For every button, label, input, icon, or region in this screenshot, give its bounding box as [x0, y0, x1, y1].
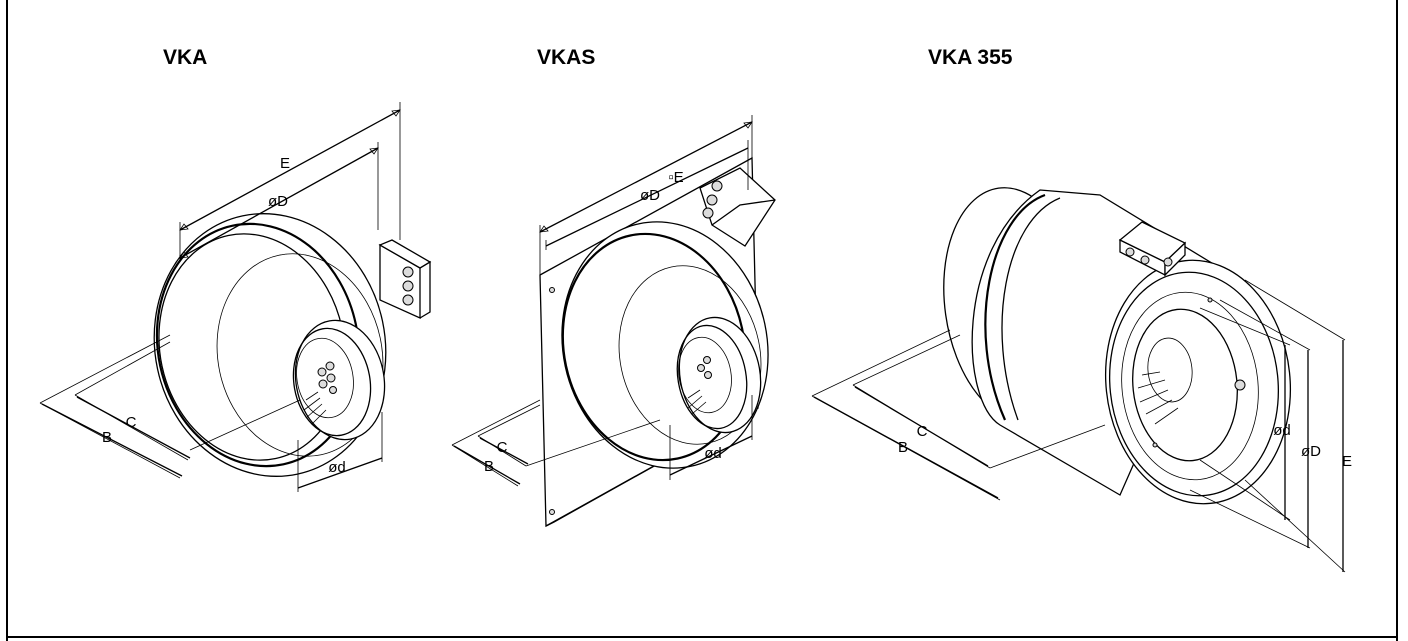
fan-vka-drawing: [39, 102, 432, 492]
vka355-label-b: B: [898, 439, 908, 456]
vka-impeller: [296, 337, 354, 425]
vkas-label-c: C: [497, 439, 508, 456]
vka355-dim-right: [1189, 279, 1346, 573]
vka-label-d: ød: [328, 459, 346, 476]
frame-left-border: [6, 0, 8, 641]
vka355-impeller: [1137, 337, 1193, 425]
vka-label-e: E: [280, 155, 290, 172]
vkas-inlet-collar: [678, 316, 762, 434]
vkas-housing-groove: [561, 232, 747, 462]
vka355-label-od: øD: [1301, 443, 1321, 460]
vkas-dim-od: [545, 140, 749, 250]
vka355-label-e: E: [1342, 453, 1352, 470]
title-vka-355: VKA 355: [928, 46, 1013, 69]
vkas-face-ring: [618, 265, 762, 445]
fan-vka-355-drawing: [811, 187, 1346, 573]
vka355-junction-box: [1118, 221, 1187, 277]
vka355-flange-ring: [1121, 291, 1259, 481]
vka-inlet-collar: [294, 319, 386, 441]
vka355-label-d: ød: [1273, 422, 1291, 439]
title-vka: VKA: [163, 46, 208, 69]
vkas-label-d: ød: [704, 445, 722, 462]
vkas-junction-box: [699, 167, 776, 247]
vka-dim-e: [179, 102, 401, 260]
vka-dim-cb: [39, 334, 301, 479]
vka355-inlet: [1132, 308, 1238, 462]
title-vkas: VKAS: [537, 46, 596, 69]
vka355-body-line: [1001, 197, 1061, 421]
vkas-inlet-inner: [676, 324, 748, 430]
vka355-body-groove: [984, 193, 1046, 421]
vkas-dim-e: [539, 115, 753, 275]
vkas-plate-hole-1: [549, 287, 555, 293]
vkas-impeller: [678, 336, 732, 415]
vka-dim-od: [179, 142, 379, 262]
frame-bottom-border: [6, 636, 1398, 638]
vka355-dim-cb: [811, 329, 1106, 501]
vka-label-od: øD: [268, 193, 288, 210]
vka-junction-box: [378, 239, 432, 320]
frame-right-border: [1396, 0, 1398, 641]
vka-inlet-inner: [292, 327, 372, 437]
fan-vkas-drawing: [451, 115, 776, 528]
vka-housing-groove: [155, 222, 361, 468]
vkas-label-b: B: [484, 458, 494, 475]
vkas-label-od: øD: [640, 187, 660, 204]
vkas-label-e: ▫E: [668, 169, 683, 186]
vka-label-b: B: [102, 429, 112, 446]
vkas-dim-d: [669, 395, 753, 480]
vka355-hole-top: [1207, 297, 1213, 303]
vka355-label-c: C: [917, 423, 928, 440]
vka355-flange-inner: [1108, 271, 1280, 497]
vkas-plate-hole-2: [549, 509, 555, 515]
vka-dim-d: [297, 412, 383, 492]
vka355-hole-bottom: [1152, 442, 1158, 448]
vkas-dim-cb: [451, 399, 661, 487]
vka-face-ring: [216, 253, 384, 457]
vka355-bolt: [1234, 379, 1246, 391]
vka-label-c: C: [126, 414, 137, 431]
